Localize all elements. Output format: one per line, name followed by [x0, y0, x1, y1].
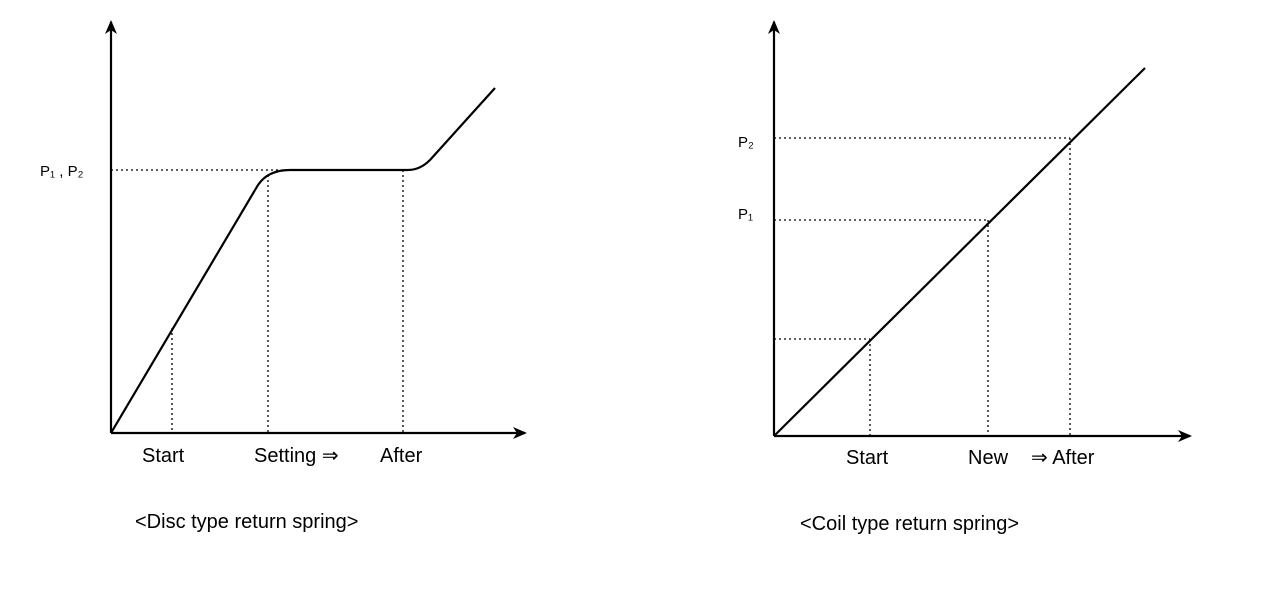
disc-x-label-after: After — [380, 445, 423, 467]
coil-y-label-p1: P₁ — [738, 206, 753, 223]
disc-load-curve — [110, 87, 496, 434]
disc-y-label: P₁ , P₂ — [40, 163, 84, 180]
disc-x-label-setting: Setting ⇒ — [254, 445, 339, 467]
coil-x-label-after: ⇒ After — [1031, 447, 1095, 469]
coil-x-label-new: New — [968, 447, 1009, 469]
disc-x-label-start: Start — [142, 445, 185, 467]
disc-caption: <Disc type return spring> — [135, 511, 358, 533]
coil-caption: <Coil type return spring> — [800, 513, 1019, 535]
coil-load-line — [773, 67, 1146, 437]
coil-spring-chart: P₂ P₁ Start New ⇒ After <Coil type retur… — [738, 20, 1192, 535]
disc-spring-chart: P₁ , P₂ Start Setting ⇒ After <Disc type… — [40, 20, 527, 533]
coil-y-label-p2: P₂ — [738, 134, 754, 151]
coil-x-label-start: Start — [846, 447, 889, 469]
